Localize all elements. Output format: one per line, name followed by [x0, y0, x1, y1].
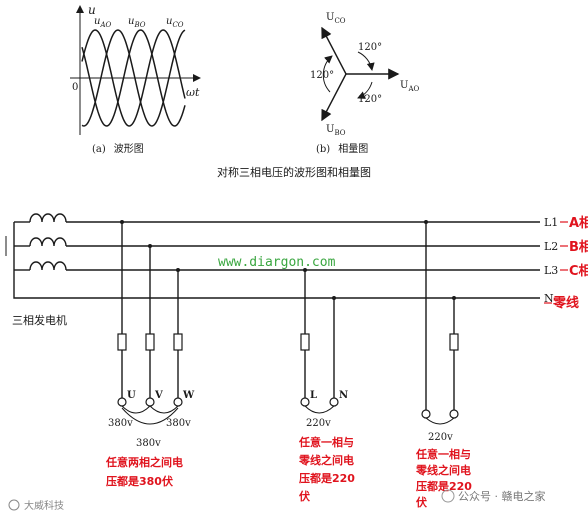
- bracket-uw: [121, 407, 179, 425]
- waveform-y-label: u: [88, 3, 96, 17]
- terminal-w: [173, 397, 183, 407]
- bracket-ln: [304, 405, 335, 414]
- bracket-uv: [121, 405, 151, 414]
- terminal-n: [329, 397, 339, 407]
- note-220-right: 任意一相与 零线之间电 压都是220 伏: [415, 447, 476, 509]
- phasor-arc-2: [357, 81, 373, 99]
- line-n-id: N: [544, 292, 554, 305]
- phasor-a-label: UAO: [400, 80, 419, 93]
- drop-group-uvw: U V W 380v 380v 380v: [108, 220, 195, 449]
- phasor-arc-1: [357, 51, 375, 71]
- phasor-figure: UCO UAO UBO 120° 120° 120° (b)相量图: [310, 12, 419, 155]
- neutral-line: [13, 222, 540, 299]
- footer-right: 公众号 · 赣电之家: [441, 489, 546, 503]
- fuse-v: [145, 333, 155, 351]
- drop-group-right: 220v: [421, 220, 459, 443]
- terminal-l-label: L: [310, 390, 317, 401]
- terminal-u-label: U: [127, 390, 136, 401]
- junction-u: [120, 220, 124, 224]
- terminal-right-phase: [421, 409, 431, 419]
- terminal-v-label: V: [154, 390, 163, 401]
- waveform-origin: 0: [72, 82, 78, 93]
- phasor-arc-3: [322, 55, 333, 93]
- phasor-angle-1: 120°: [358, 42, 382, 53]
- junction-w: [176, 268, 180, 272]
- phasor-angle-3: 120°: [310, 70, 334, 81]
- terminal-u: [117, 397, 127, 407]
- junction-l: [303, 268, 307, 272]
- fuse-right: [449, 333, 459, 351]
- bracket-vw: [149, 405, 179, 414]
- fuse-u: [117, 333, 127, 351]
- terminal-n-label: N: [339, 390, 348, 401]
- logo-icon: [8, 499, 20, 511]
- line-l1-phase: A相: [569, 215, 588, 231]
- terminal-right-neutral: [449, 409, 459, 419]
- bracket-right: [425, 417, 455, 425]
- figure-title: 对称三相电压的波形图和相量图: [217, 165, 371, 179]
- note-380: 任意两相之间电 压都是380伏: [105, 455, 187, 488]
- wave-b-curve: [81, 29, 186, 127]
- phasor-b-label: UBO: [326, 124, 346, 137]
- fuse-w: [173, 333, 183, 351]
- winding-b-coil: [29, 237, 67, 247]
- line-n-phase: 零线: [552, 295, 579, 311]
- footer-left: 大威科技: [8, 499, 64, 512]
- voltage-ln: 220v: [306, 418, 331, 429]
- winding-c-coil: [29, 261, 67, 271]
- footer-right-text: 公众号 · 赣电之家: [458, 489, 546, 503]
- circuit-diagram: L1 L2 L3 N A相 B相 C相 零线 三相发电机 www.diargon…: [5, 213, 588, 509]
- terminal-v: [145, 397, 155, 407]
- generator-label: 三相发电机: [12, 313, 67, 327]
- wave-c-label: uCO: [166, 16, 184, 29]
- junction-right-neutral: [452, 296, 456, 300]
- wave-c-curve: [81, 29, 186, 127]
- voltage-vw: 380v: [166, 418, 191, 429]
- line-l3-phase: C相: [569, 263, 588, 279]
- note-220-left: 任意一相与 零线之间电 压都是220 伏: [298, 435, 359, 503]
- phasor-c-vector: [321, 26, 347, 75]
- phasor-b-vector: [321, 73, 347, 122]
- winding-a-coil: [29, 213, 67, 223]
- wechat-icon: [441, 489, 455, 503]
- waveform-figure: u 0 ωt uAO uBO uCO (a)波形图: [70, 3, 201, 155]
- wave-a-curve: [81, 29, 186, 127]
- voltage-uw: 380v: [136, 438, 161, 449]
- line-l2-phase: B相: [569, 239, 588, 255]
- junction-v: [148, 244, 152, 248]
- phasor-c-label: UCO: [326, 12, 346, 25]
- line-l1-id: L1: [544, 216, 558, 229]
- junction-n: [332, 296, 336, 300]
- wave-b-label: uBO: [128, 16, 146, 29]
- terminal-l: [300, 397, 310, 407]
- line-l2-id: L2: [544, 240, 558, 253]
- phasor-caption: (b)相量图: [316, 142, 368, 155]
- phasor-angle-2: 120°: [358, 94, 382, 105]
- voltage-uv: 380v: [108, 418, 133, 429]
- junction-right-phase: [424, 220, 428, 224]
- waveform-caption: (a)波形图: [92, 142, 144, 155]
- terminal-w-label: W: [182, 390, 195, 401]
- line-l3-id: L3: [544, 264, 558, 277]
- fuse-l: [300, 333, 310, 351]
- waveform-x-label: ωt: [186, 86, 200, 99]
- watermark-url: www.diargon.com: [218, 255, 336, 270]
- voltage-right: 220v: [428, 432, 453, 443]
- drop-group-ln: L N 220v: [300, 268, 348, 429]
- wave-a-label: uAO: [94, 16, 112, 29]
- footer-left-text: 大威科技: [24, 499, 64, 512]
